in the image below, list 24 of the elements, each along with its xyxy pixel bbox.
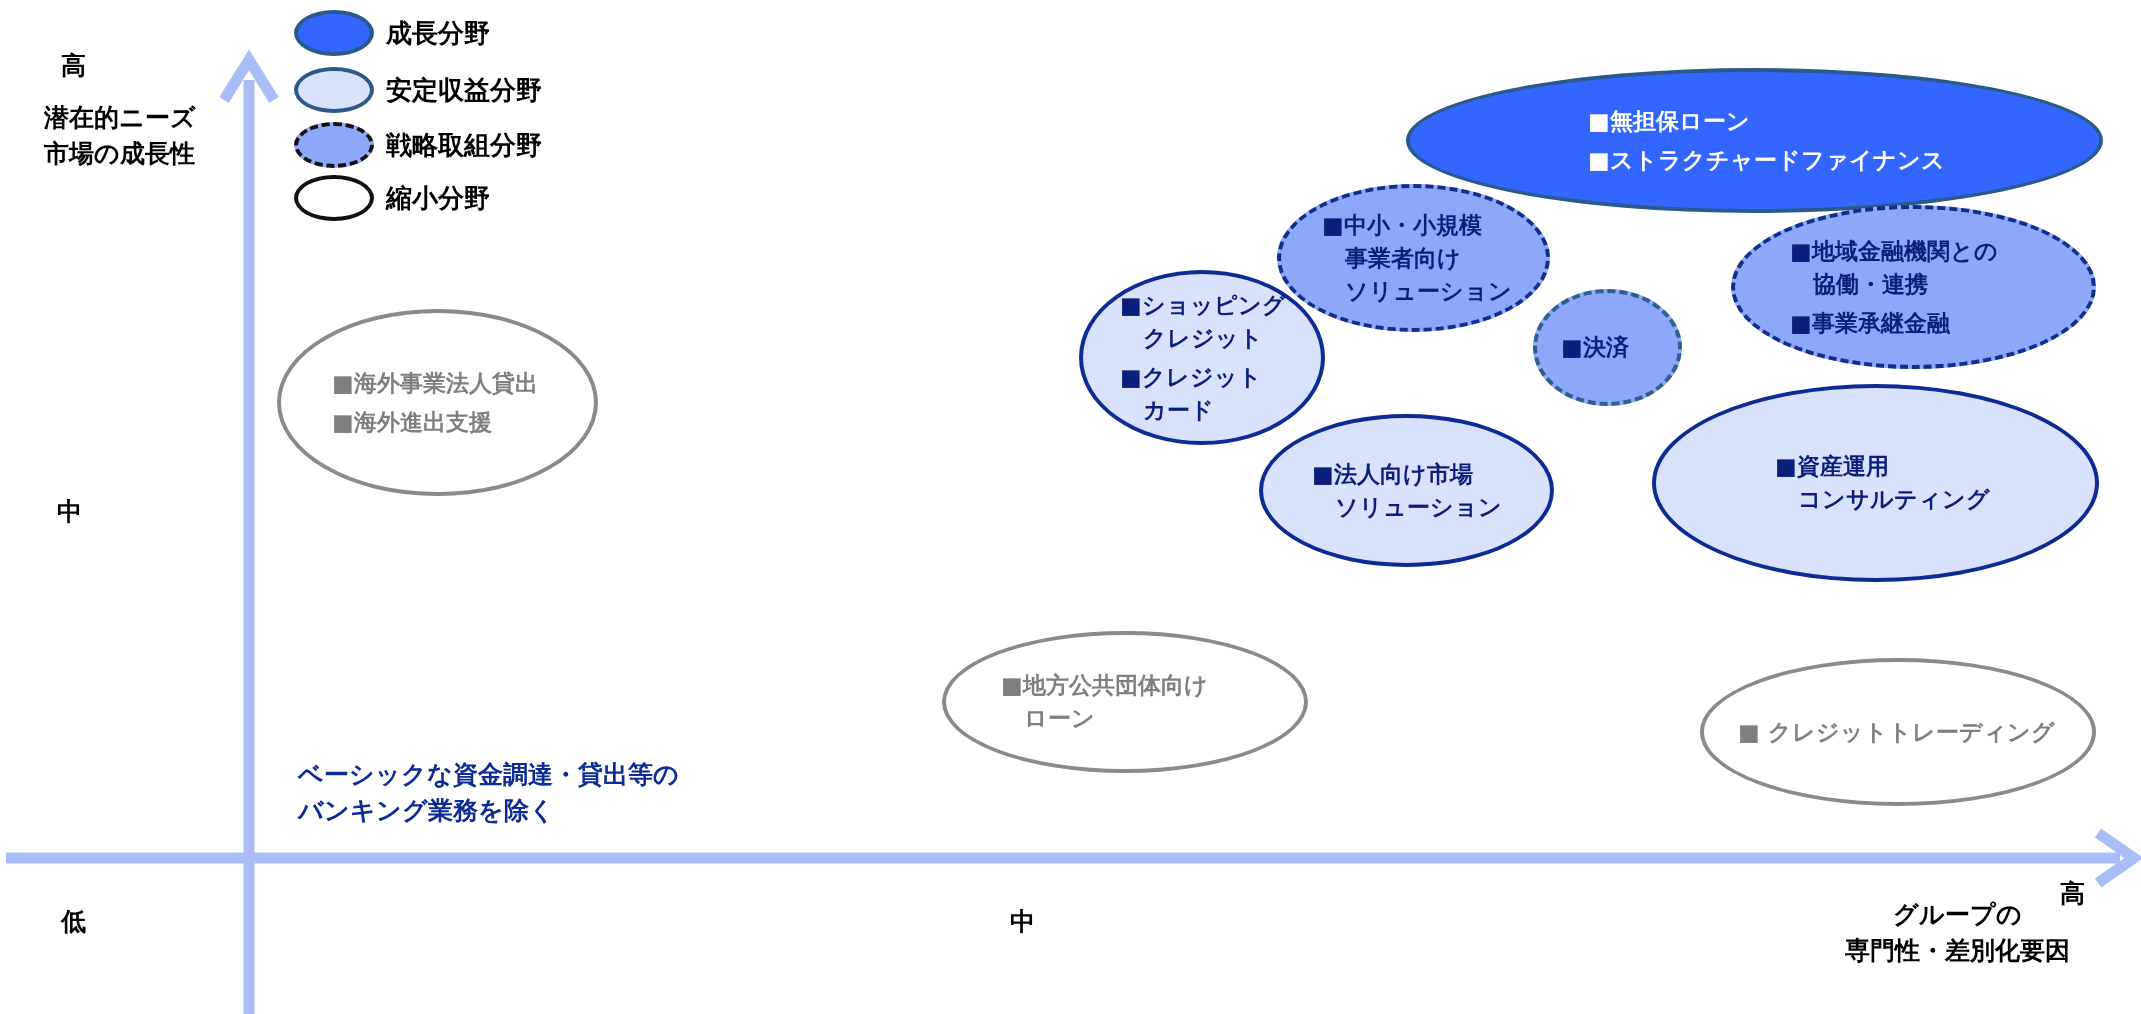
bullet-item: ■事業承継金融 — [1790, 308, 1950, 338]
axis-level: 低 — [61, 906, 86, 938]
legend-label: 安定収益分野 — [386, 74, 542, 107]
bullet-item: ■ショッピングクレジット — [1120, 290, 1286, 353]
bullet-item: ■ストラクチャードファイナンス — [1588, 145, 1945, 175]
bullet-item: ■海外事業法人貸出 — [332, 368, 538, 398]
legend-label: 縮小分野 — [386, 182, 490, 215]
note-text: ベーシックな資金調達・貸出等のバンキング業務を除く — [298, 759, 679, 827]
bullet-item: ■地方公共団体向けローン — [1001, 671, 1208, 733]
bullet-item: ■海外進出支援 — [332, 407, 492, 437]
bullet-item: ■無担保ローン — [1588, 106, 1750, 136]
bullet-item: ■決済 — [1561, 333, 1629, 362]
axis-level: 中 — [57, 496, 82, 528]
bullet-item: ■ クレジットトレーディング — [1738, 717, 2055, 747]
bullet-item: ■中小・小規模事業者向けソリューション — [1322, 210, 1512, 306]
axis-level: 高 — [61, 50, 86, 82]
bullet-item: ■クレジットカード — [1120, 362, 1262, 425]
axis-title: 潜在的ニーズ市場の成長性 — [44, 102, 196, 170]
bullet-item: ■資産運用コンサルティング — [1775, 452, 1990, 514]
bullet-item: ■地域金融機関との協働・連携 — [1790, 236, 1998, 299]
bullet-item: ■法人向け市場ソリューション — [1312, 459, 1502, 522]
legend-label: 戦略取組分野 — [386, 129, 542, 162]
axis-level: 中 — [1010, 906, 1035, 938]
legend-label: 成長分野 — [386, 17, 490, 50]
